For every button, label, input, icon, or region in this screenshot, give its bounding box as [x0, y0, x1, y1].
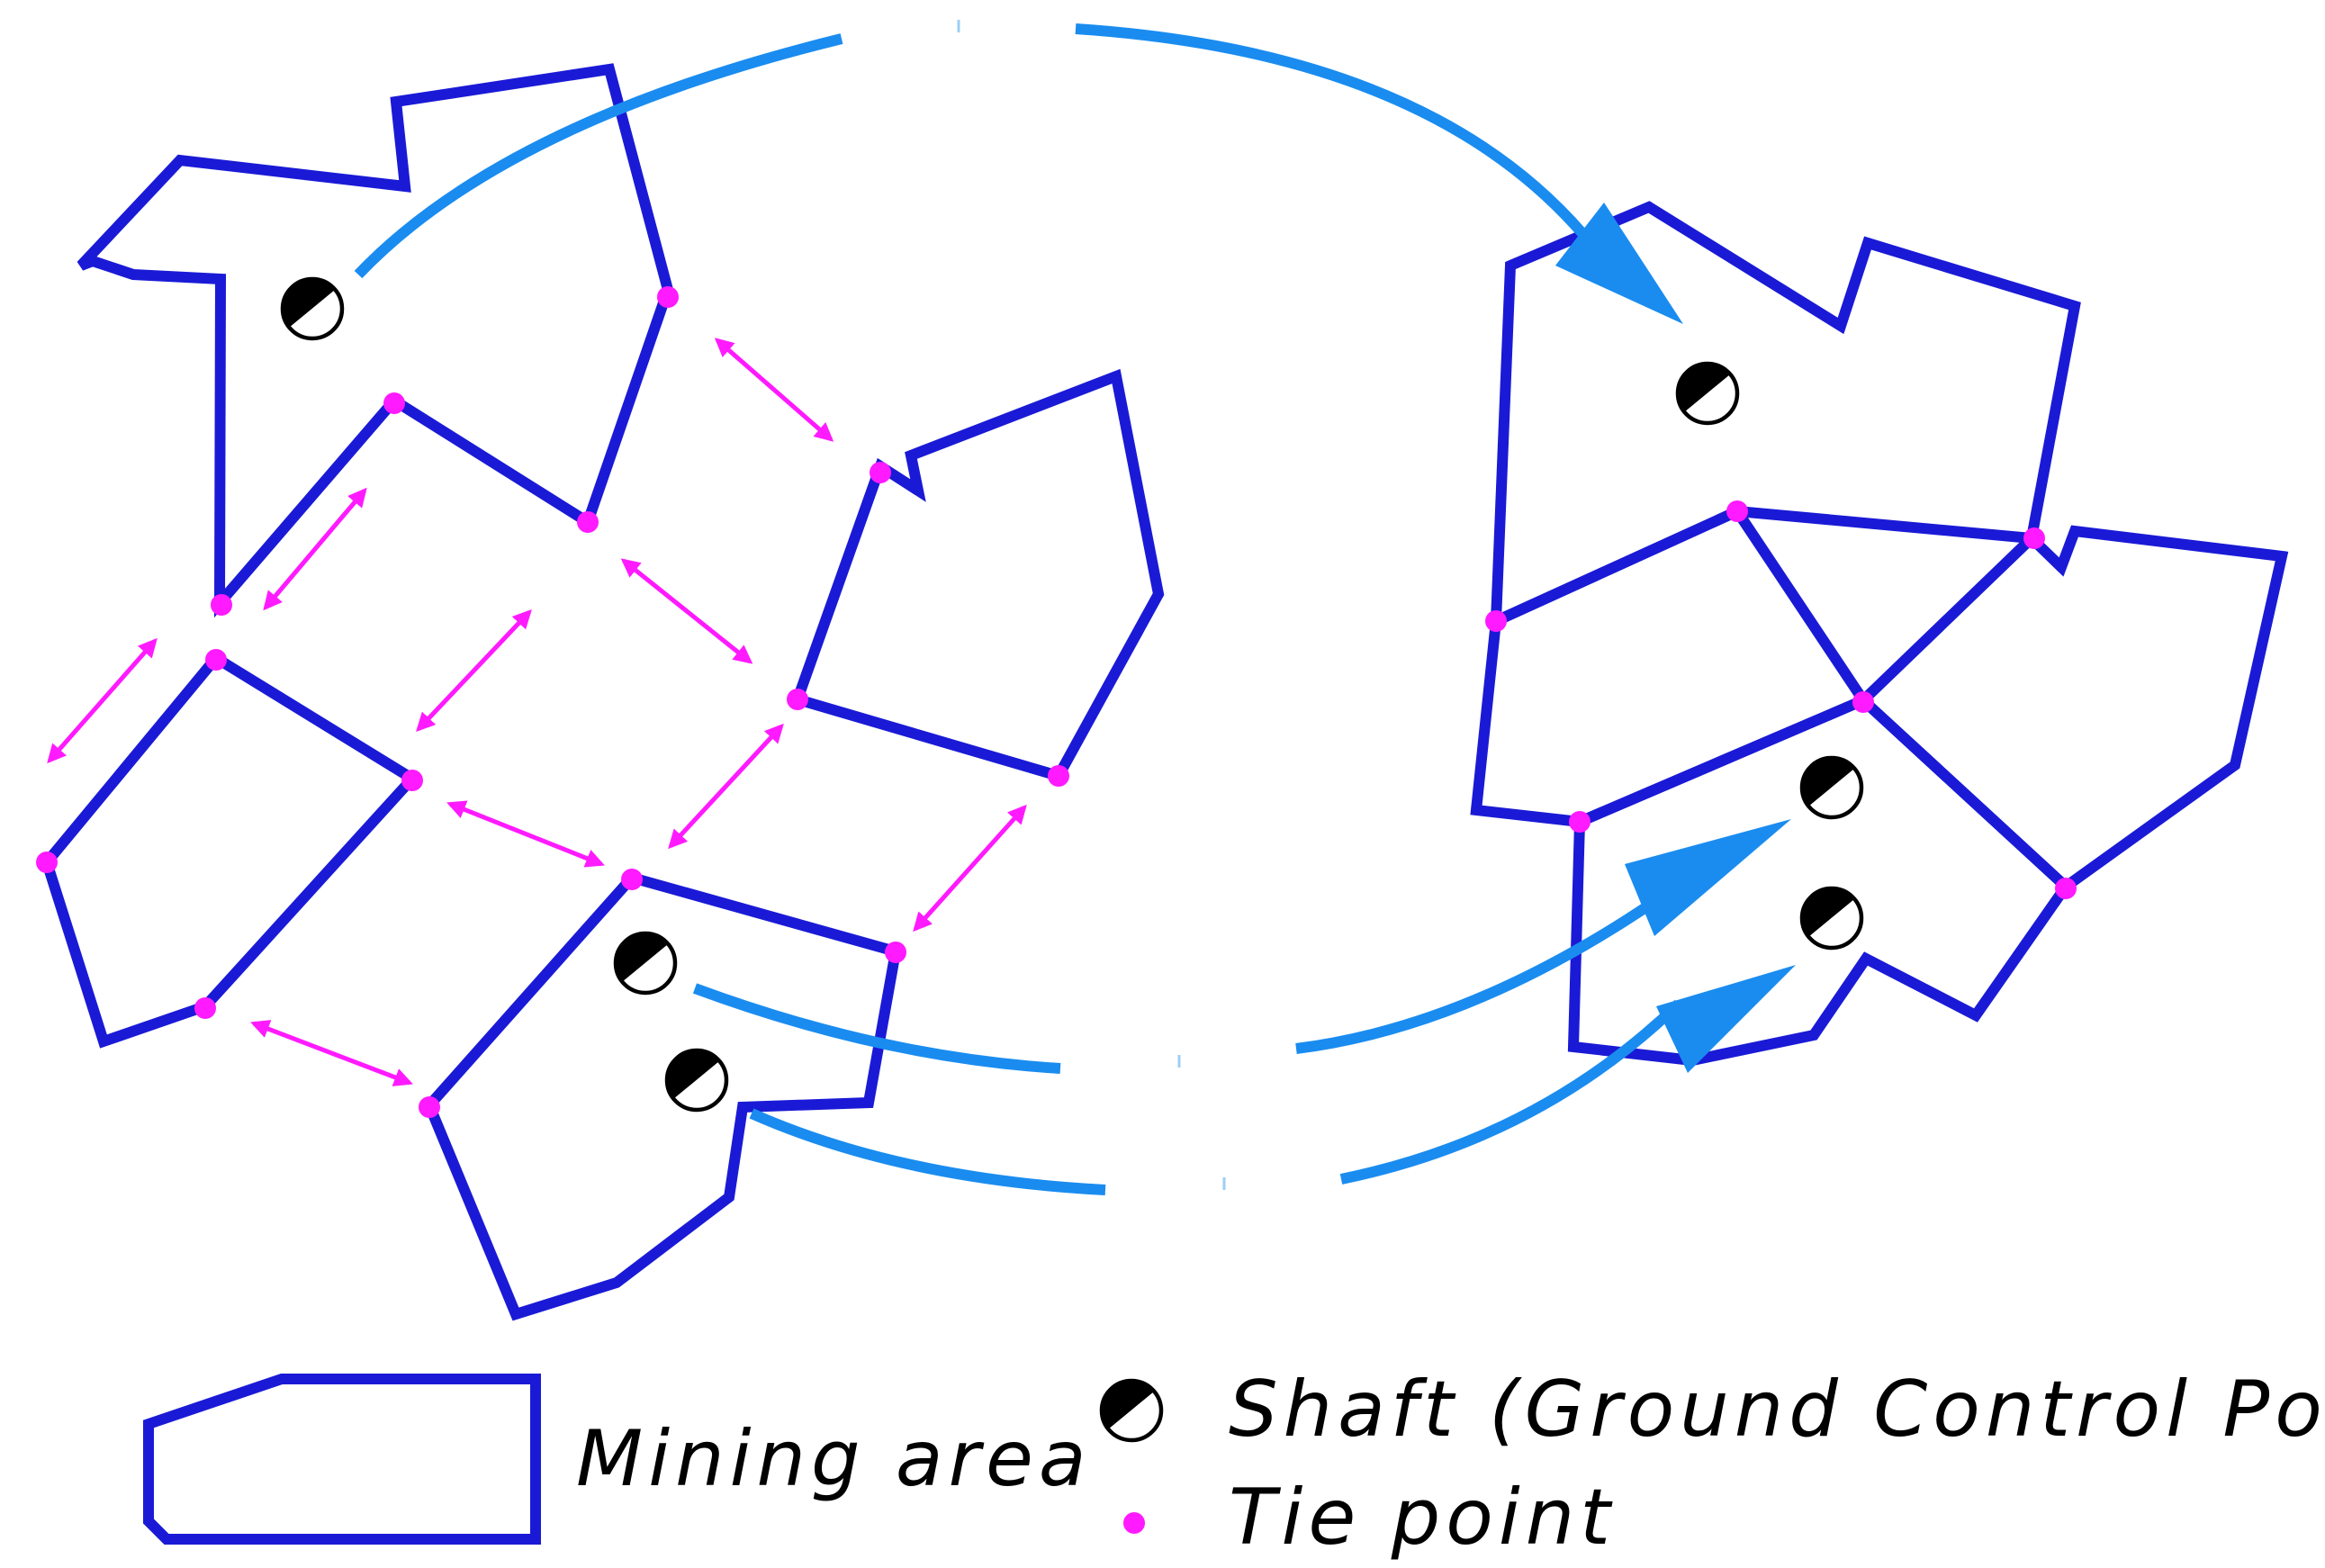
- legend-tie-point-dot: [1123, 1512, 1145, 1534]
- tie-link-9: [250, 1020, 413, 1086]
- transfer-arc-mid-left: [692, 983, 1061, 1074]
- tie-point: [870, 462, 891, 483]
- legend-tie-point-label: Tie point: [1229, 1473, 1616, 1563]
- transfer-arc-top-right: [1075, 23, 1616, 274]
- shaft-icon: [613, 931, 678, 996]
- tie-point: [211, 594, 232, 616]
- tie-points-left: [36, 286, 1069, 1118]
- tie-link-1: [714, 338, 834, 442]
- tie-points-right: [1485, 500, 2077, 899]
- tie-point: [577, 511, 599, 533]
- tie-link-8: [913, 804, 1027, 933]
- tie-point: [205, 649, 227, 671]
- tie-link-7: [446, 800, 605, 868]
- legend-mining-area-label: Mining area: [576, 1414, 1092, 1504]
- tie-point: [1852, 691, 1874, 713]
- legend-mining-area-swatch: [143, 1374, 541, 1545]
- transfer-arrows: [354, 23, 1683, 1195]
- tie-correspondences: [47, 338, 1027, 1086]
- tie-link-3: [47, 637, 158, 764]
- mining-area-mid-left: [41, 651, 421, 1049]
- tie-point: [787, 689, 808, 710]
- transfer-arc-low-left: [749, 1108, 1106, 1195]
- tie-point: [1569, 811, 1591, 833]
- tie-point: [885, 942, 906, 963]
- shafts: [280, 276, 1864, 1113]
- tie-point: [2023, 527, 2045, 549]
- tie-link-5: [620, 558, 753, 664]
- tie-link-2: [263, 487, 367, 611]
- arc-gap-ticks: [957, 20, 1226, 1190]
- tie-point: [2055, 878, 2077, 899]
- mining-area-bottom: [423, 871, 902, 1321]
- transfer-arrowhead-low: [1656, 965, 1796, 1073]
- legend-shaft-label: Shaft (Ground Control Points): [1229, 1365, 2325, 1455]
- transfer-arc-top-left: [354, 33, 843, 279]
- tie-point: [383, 392, 405, 414]
- tie-point: [36, 852, 58, 873]
- tie-point: [1485, 610, 1507, 632]
- transfer-arrowheads: [1555, 203, 1796, 1073]
- legend-shaft-icon: [1099, 1378, 1164, 1443]
- mining-area-mid-right: [790, 368, 1165, 783]
- mining-area-assembled-right: [1855, 525, 2289, 894]
- tie-point: [657, 286, 679, 308]
- shaft-icon: [1675, 361, 1740, 426]
- transfer-arc-mid-right: [1295, 887, 1673, 1054]
- shaft-icon: [1799, 755, 1864, 820]
- tie-link-4: [416, 608, 532, 733]
- transfer-arc-low-right: [1339, 999, 1683, 1185]
- tie-point: [1726, 500, 1748, 522]
- transfer-arrowhead-top: [1555, 203, 1683, 324]
- tie-point: [194, 997, 216, 1019]
- tie-point: [1048, 765, 1069, 787]
- transfer-arrowhead-mid: [1625, 819, 1791, 936]
- tie-point: [401, 770, 423, 791]
- tie-point: [419, 1096, 440, 1118]
- tie-link-6: [668, 723, 784, 850]
- mining-area-assembled-bottom: [1567, 693, 2073, 1067]
- shaft-icon: [280, 276, 345, 341]
- tie-point: [621, 869, 643, 890]
- left-mining-areas: [41, 63, 1165, 1321]
- shaft-icon: [1799, 886, 1864, 951]
- legend: Mining area Shaft (Ground Control Points…: [143, 1365, 2325, 1563]
- right-mining-areas: [1470, 201, 2289, 1067]
- shaft-icon: [664, 1048, 729, 1113]
